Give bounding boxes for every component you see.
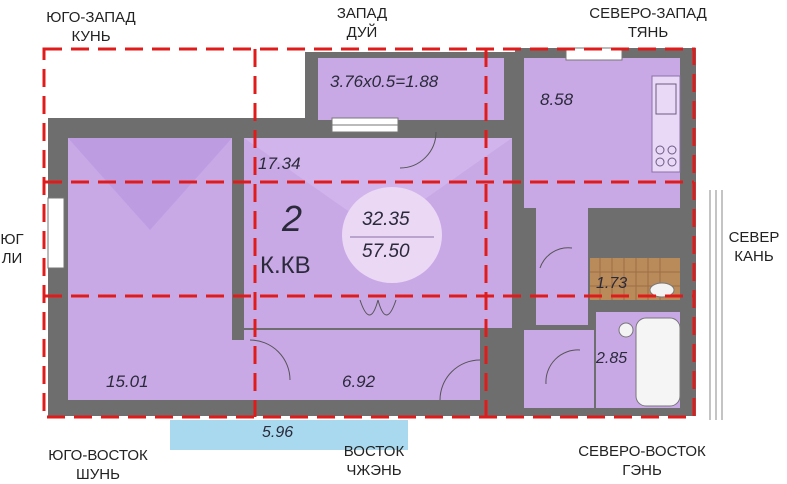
direction-e-name: ВОСТОК (343, 443, 405, 460)
balcony-area: 3.76x0.5=1.88 (330, 72, 439, 91)
wc-area: 1.73 (596, 275, 628, 292)
direction-se-name: ЮГО-ВОСТОК (48, 447, 148, 464)
direction-nw-trigram: ТЯНЬ (627, 24, 669, 41)
total-area-value: 57.50 (362, 241, 410, 262)
living-room-area: 17.34 (258, 154, 301, 173)
kitchen-area: 8.58 (540, 90, 574, 109)
direction-sw-trigram: КУНЬ (71, 28, 111, 45)
direction-e: ВОСТОК ЧЖЭНЬ (324, 442, 424, 480)
direction-ne: СЕВЕРО-ВОСТОК ГЭНЬ (566, 442, 718, 480)
direction-se: ЮГО-ВОСТОК ШУНЬ (40, 446, 156, 484)
direction-n: СЕВЕР КАНЬ (726, 228, 782, 266)
hall (244, 330, 480, 400)
direction-nw-name: СЕВЕРО-ЗАПАД (589, 5, 707, 22)
direction-ne-trigram: ГЭНЬ (622, 462, 662, 479)
direction-n-name: СЕВЕР (728, 229, 780, 246)
direction-sw-name: ЮГО-ЗАПАД (46, 9, 136, 26)
direction-ne-name: СЕВЕРО-ВОСТОК (578, 443, 706, 460)
balcony (318, 58, 504, 120)
window-left (47, 197, 65, 269)
stove (651, 75, 681, 173)
direction-e-trigram: ЧЖЭНЬ (346, 462, 402, 479)
area-badge (342, 187, 442, 283)
rooms-count: 2 (282, 198, 303, 239)
living-area-value: 32.35 (362, 209, 410, 230)
direction-w-name: ЗАПАД (336, 5, 388, 22)
direction-n-trigram: КАНЬ (734, 248, 774, 265)
direction-se-trigram: ШУНЬ (76, 466, 120, 483)
loggia-area: 5.96 (262, 424, 294, 441)
bathtub (635, 317, 681, 407)
rooms-suffix: К.КВ (260, 252, 311, 279)
direction-nw: СЕВЕРО-ЗАПАД ТЯНЬ (580, 4, 716, 42)
direction-sw: ЮГО-ЗАПАД КУНЬ (36, 8, 146, 46)
direction-w-trigram: ДУЙ (346, 24, 378, 41)
direction-w: ЗАПАД ДУЙ (322, 4, 402, 42)
hall-area: 6.92 (342, 372, 376, 391)
direction-s: ЮГ ЛИ (0, 230, 24, 268)
bagua-grid (42, 47, 696, 419)
direction-s-name: ЮГ (0, 231, 24, 248)
loggia (170, 420, 408, 450)
bedroom-area: 15.01 (106, 372, 149, 391)
bath-area: 2.85 (596, 350, 628, 367)
direction-s-trigram: ЛИ (1, 250, 23, 267)
